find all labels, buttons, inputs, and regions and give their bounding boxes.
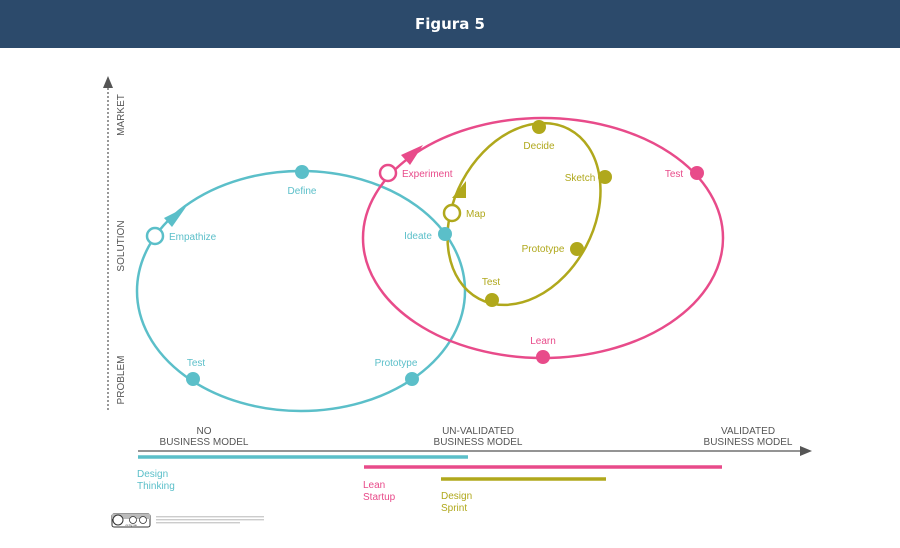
legend: Design Thinking Lean Startup Design Spri… — [137, 455, 722, 514]
ls-node-test — [690, 166, 704, 180]
process-diagram: MARKET SOLUTION PROBLEM NO BUSINESS MODE… — [103, 76, 812, 528]
cc-sa-icon — [139, 516, 147, 524]
cc-badge-top-band — [112, 514, 150, 519]
dt-node-test — [186, 372, 200, 386]
x-label-unvalidated-line2: BUSINESS MODEL — [434, 437, 523, 448]
x-label-validated-line1: VALIDATED — [721, 426, 775, 437]
legend-label-design-thinking-line2: Thinking — [137, 481, 175, 492]
legend-label-design-thinking-line1: Design — [137, 469, 168, 480]
ds-label-sketch: Sketch — [565, 173, 596, 184]
ds-node-test — [485, 293, 499, 307]
x-label-no-line1: NO — [197, 426, 212, 437]
lean-startup-loop: Experiment Test Learn — [361, 116, 725, 364]
x-label-validated-line2: BUSINESS MODEL — [704, 437, 793, 448]
y-label-problem: PROBLEM — [116, 356, 127, 405]
legend-label-lean-startup-line2: Startup — [363, 492, 396, 503]
dt-node-empathize — [145, 226, 165, 246]
ds-node-sketch — [598, 170, 612, 184]
figure-title: Figura 5 — [415, 15, 485, 33]
design-thinking-arrow-icon — [164, 207, 186, 227]
x-label-unvalidated-line1: UN-VALIDATED — [442, 426, 514, 437]
ls-label-learn: Learn — [530, 336, 556, 347]
legend-label-lean-startup-line1: Lean — [363, 480, 385, 491]
dt-label-test: Test — [187, 358, 206, 369]
ds-label-decide: Decide — [523, 141, 555, 152]
x-label-no-line2: BUSINESS MODEL — [160, 437, 249, 448]
dt-label-prototype: Prototype — [375, 358, 418, 369]
license-text-line — [156, 519, 264, 521]
x-axis-arrow-icon — [800, 446, 812, 456]
legend-label-design-sprint-line2: Sprint — [441, 503, 467, 514]
y-label-market: MARKET — [116, 94, 127, 136]
ls-node-learn — [536, 350, 550, 364]
legend-label-design-sprint-line1: Design — [441, 491, 472, 502]
dt-label-ideate: Ideate — [404, 231, 432, 242]
license-text-line — [156, 516, 264, 518]
dt-node-ideate — [438, 227, 452, 241]
cc-badge-text: cc by sa — [125, 523, 136, 527]
ds-label-prototype: Prototype — [522, 244, 565, 255]
cc-logo-icon — [112, 514, 124, 526]
design-sprint-ellipse — [446, 121, 602, 307]
design-thinking-loop: Empathize Define Test Prototype — [135, 165, 467, 413]
dt-node-prototype — [405, 372, 419, 386]
ds-node-prototype — [570, 242, 584, 256]
dt-label-define: Define — [288, 186, 317, 197]
design-sprint-arrow-icon — [452, 181, 466, 198]
design-sprint-loop: Map Decide Sketch Prototype Test — [442, 120, 612, 307]
ds-node-decide — [532, 120, 546, 134]
cc-license-badge: cc by sa — [111, 513, 264, 528]
dt-label-empathize: Empathize — [169, 232, 217, 243]
lean-startup-arrow-icon — [401, 145, 423, 165]
dt-node-define — [295, 165, 309, 179]
ls-label-experiment: Experiment — [402, 169, 453, 180]
ds-label-test: Test — [482, 277, 501, 288]
cc-by-icon — [129, 516, 137, 524]
license-text-line — [156, 522, 240, 524]
ds-node-map — [442, 203, 462, 223]
y-label-solution: SOLUTION — [116, 220, 127, 271]
figure-header: Figura 5 — [0, 0, 900, 48]
ds-label-map: Map — [466, 209, 486, 220]
ls-label-test: Test — [665, 169, 684, 180]
ls-node-experiment — [378, 163, 398, 183]
y-axis-arrow-icon — [103, 76, 113, 88]
